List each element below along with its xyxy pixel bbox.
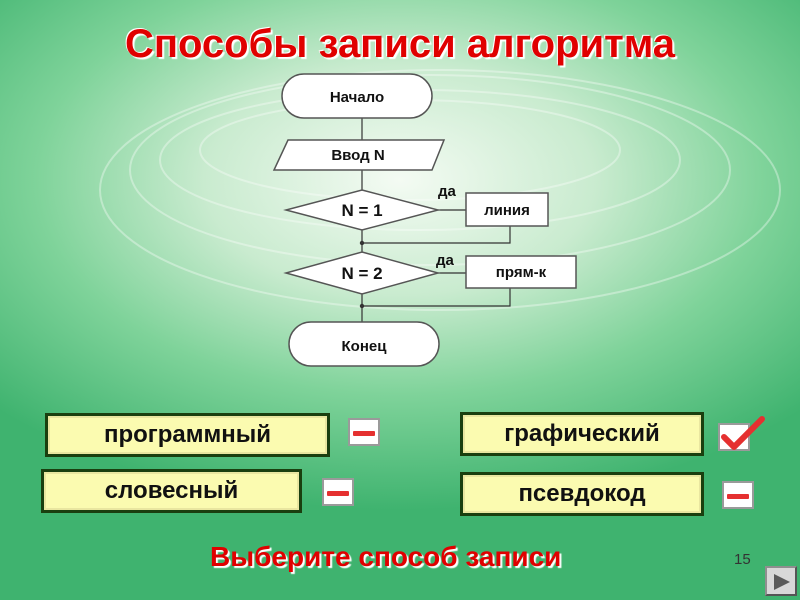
checkmark-icon[interactable] [718,416,765,451]
prompt-text: Выберите способ записи [210,541,562,572]
option-label: словесный [44,472,299,510]
flow-start: Начало [281,73,433,119]
flow-yes1-label: да [438,183,457,200]
page-number: 15 [734,551,751,568]
flow-action1-label: линия [484,202,530,219]
minus-icon[interactable] [722,481,754,509]
option-label: псевдокод [463,475,701,513]
flow-end: Конец [288,321,440,367]
option-programmatic[interactable]: программный [45,413,330,457]
minus-icon[interactable] [348,418,380,446]
flow-action2-label: прям-к [496,264,547,281]
option-graphical[interactable]: графический [460,412,704,456]
page-title: Способы записи алгоритма [124,22,676,66]
flow-yes2-label: да [436,252,455,269]
flow-action-1: линия [465,192,549,227]
next-slide-button[interactable] [765,566,797,596]
flow-input-label: Ввод N [331,147,384,164]
option-verbal[interactable]: словесный [41,469,302,513]
flow-action-2: прям-к [465,255,577,289]
minus-icon[interactable] [322,478,354,506]
flow-cond2-label: N = 2 [341,264,382,283]
option-label: программный [48,416,327,454]
flow-condition-1: N = 1 [283,189,441,231]
next-slide-icon [774,574,790,590]
flow-input: Ввод N [272,139,446,171]
flow-condition-2: N = 2 [283,251,441,295]
flow-start-label: Начало [330,89,384,106]
flow-cond1-label: N = 1 [341,201,382,220]
option-pseudocode[interactable]: псевдокод [460,472,704,516]
option-label: графический [463,415,701,453]
flow-end-label: Конец [342,338,388,355]
